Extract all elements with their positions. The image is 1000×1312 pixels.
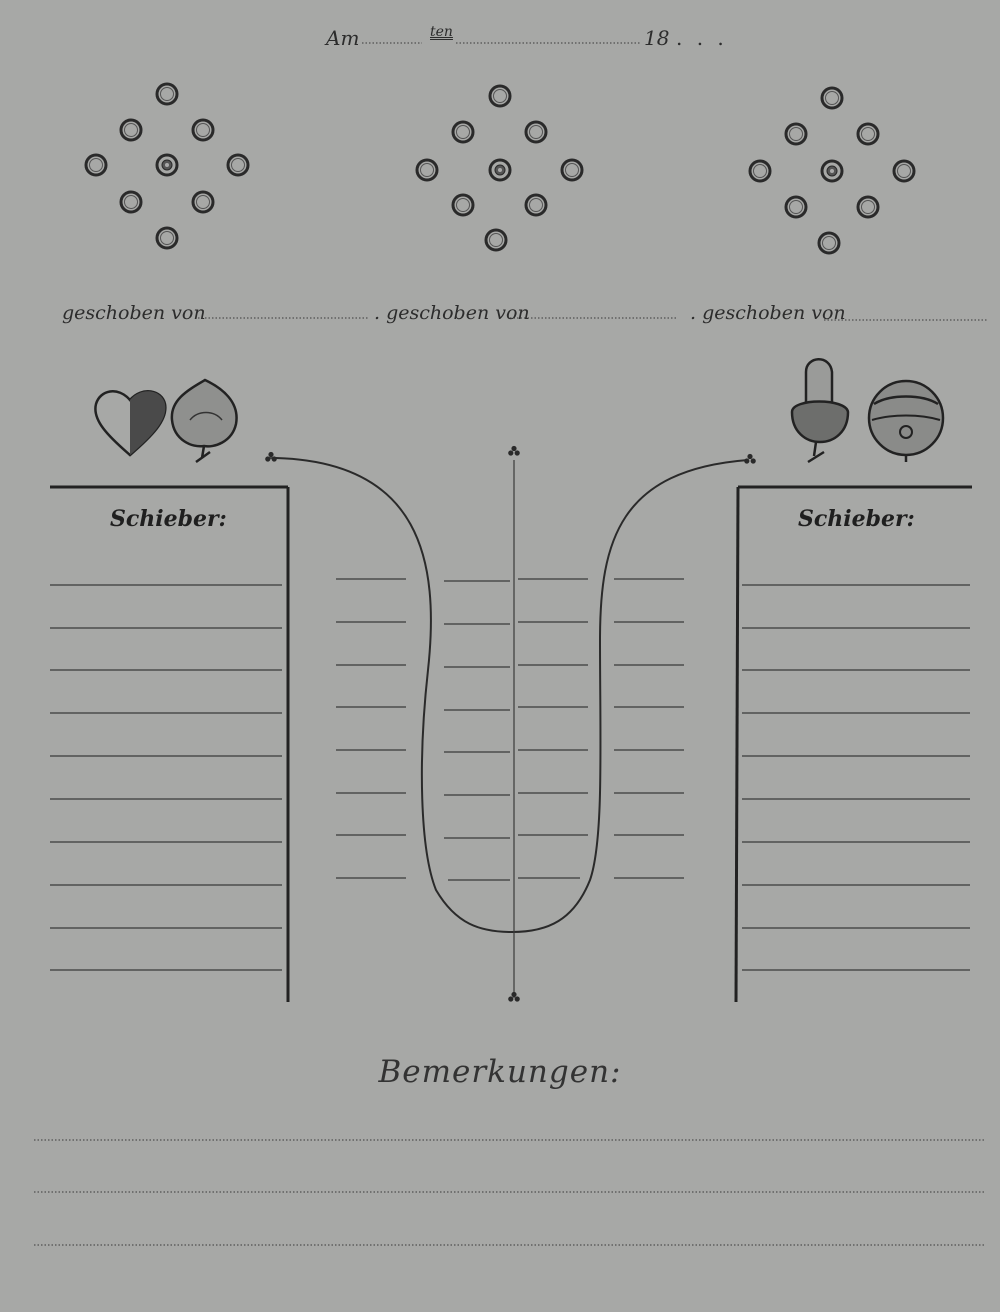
counter-diamond-2 (415, 84, 584, 252)
heart-icon (94, 390, 167, 457)
scorekeeper-label-right: Schieber: (798, 506, 915, 532)
bell-icon (867, 379, 945, 462)
shield-icon (170, 378, 238, 464)
date-ten-label: ten (430, 24, 453, 40)
club-icon (265, 451, 277, 462)
left-score-table (50, 485, 290, 1002)
remarks-heading: Bemerkungen: (378, 1054, 622, 1090)
counter-diamond-1 (84, 82, 250, 250)
scorekeeper-label-left: Schieber: (110, 506, 227, 532)
acorn-icon (790, 358, 850, 464)
center-track (265, 445, 756, 1002)
pushed-by-label-3: . geschoben von (690, 302, 846, 324)
date-am-label: Am (326, 26, 360, 50)
counter-diamond-3 (748, 86, 916, 255)
pushed-by-label-2: . geschoben von (374, 302, 530, 324)
date-year-label: 18 (644, 26, 670, 50)
pushed-by-label-1: geschoben von (62, 302, 206, 324)
club-icon (744, 453, 756, 464)
right-score-table (734, 485, 972, 1003)
club-icon (508, 445, 520, 456)
club-icon (508, 991, 520, 1002)
date-year-suffix: . . . (676, 26, 728, 50)
